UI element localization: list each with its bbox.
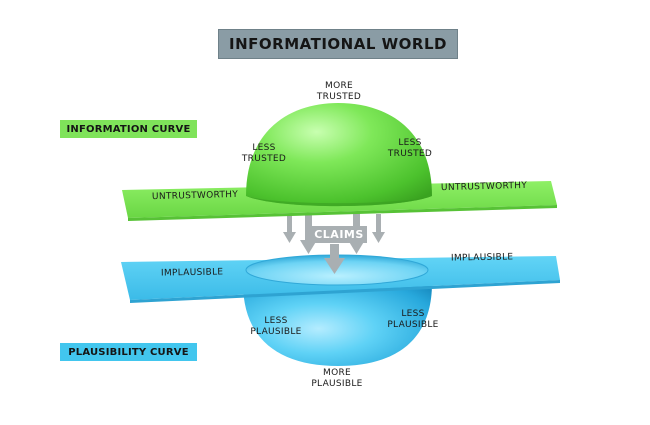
information-dome-base-shadow xyxy=(246,196,432,207)
label-line: TRUSTED xyxy=(241,153,287,164)
label-less-plausible-right: LESS PLAUSIBLE xyxy=(383,309,443,330)
information-dome xyxy=(246,103,432,207)
label-line: PLAUSIBLE xyxy=(387,319,439,330)
information-plane-edge xyxy=(128,205,557,221)
label-line: LESS xyxy=(398,138,422,148)
plausibility-plane-edge xyxy=(130,280,560,303)
label-line: LESS xyxy=(401,309,425,319)
plausibility-curve-text: PLAUSIBILITY CURVE xyxy=(68,346,189,358)
label-line: PLAUSIBLE xyxy=(250,326,302,337)
page-title: INFORMATIONAL WORLD xyxy=(229,35,447,53)
plausibility-bowl xyxy=(243,283,432,366)
label-line: TRUSTED xyxy=(387,148,433,159)
label-line: PLAUSIBLE xyxy=(311,378,363,389)
label-implausible-right: IMPLAUSIBLE xyxy=(450,252,514,264)
label-line: MORE xyxy=(323,368,351,378)
label-line: TRUSTED xyxy=(316,91,362,102)
label-implausible-left: IMPLAUSIBLE xyxy=(160,267,224,279)
plausibility-curve-label: PLAUSIBILITY CURVE xyxy=(60,343,197,361)
information-curve-text: INFORMATION CURVE xyxy=(66,123,191,135)
label-line: MORE xyxy=(325,81,353,91)
claims-label: CLAIMS xyxy=(314,228,364,241)
label-less-trusted-left: LESS TRUSTED xyxy=(238,143,290,164)
label-untrustworthy-left: UNTRUSTWORTHY xyxy=(151,189,239,203)
label-less-plausible-left: LESS PLAUSIBLE xyxy=(246,316,306,337)
label-more-plausible: MORE PLAUSIBLE xyxy=(306,368,368,389)
label-line: LESS xyxy=(264,316,288,326)
label-line: LESS xyxy=(252,143,276,153)
label-more-trusted: MORE TRUSTED xyxy=(316,81,362,102)
label-untrustworthy-right: UNTRUSTWORTHY xyxy=(440,180,528,194)
title-banner: INFORMATIONAL WORLD xyxy=(218,29,458,59)
information-curve-label: INFORMATION CURVE xyxy=(60,120,197,138)
label-less-trusted-right: LESS TRUSTED xyxy=(384,138,436,159)
claims-box xyxy=(311,226,367,243)
